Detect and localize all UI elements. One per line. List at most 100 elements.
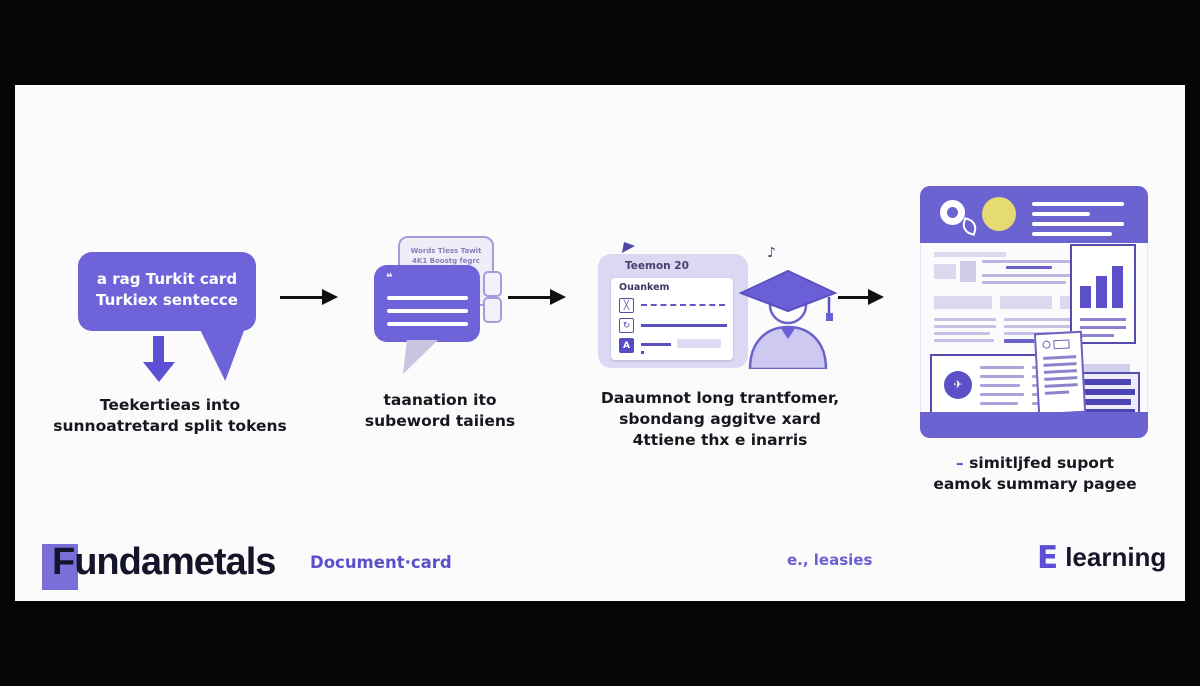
- caption-transformer: Daaumnot long trantfomer, sbondang aggit…: [560, 388, 880, 451]
- placeholder-line: [982, 281, 1066, 284]
- placeholder-line: [1004, 339, 1044, 343]
- binder-tab-icon: [483, 297, 502, 323]
- placeholder-line: [1004, 325, 1074, 328]
- stripe-line: [1083, 399, 1131, 405]
- stripe-line: [1083, 389, 1135, 395]
- placeholder-line: [1044, 383, 1078, 388]
- arrow-line: [838, 296, 870, 299]
- binder-tab-icon: [483, 271, 502, 297]
- placeholder-block: [1000, 296, 1052, 309]
- page-footer-band: [920, 412, 1148, 438]
- placeholder-line: [1004, 318, 1074, 321]
- arrow-line: [280, 296, 324, 299]
- form-title: Ouankem: [619, 282, 670, 293]
- avatar-circle: [982, 197, 1016, 231]
- speech-bubble: a rag Turkit card Turkiex sentecce: [78, 252, 256, 331]
- chart-bar: [1112, 266, 1123, 308]
- stripe-line: [1083, 379, 1131, 385]
- placeholder-line: [1043, 362, 1077, 367]
- placeholder-line: [980, 375, 1024, 378]
- bubble-text-line1: a rag Turkit card: [96, 270, 238, 288]
- placeholder-line: [1080, 326, 1126, 329]
- placeholder-line: [980, 366, 1024, 369]
- graduate-icon: [738, 269, 838, 369]
- header-line: [1032, 222, 1124, 226]
- placeholder-block: [934, 264, 956, 279]
- plane-badge-icon: ✈: [944, 371, 972, 399]
- placeholder-line: [1080, 318, 1126, 321]
- ghost-card-line2: 4K1 Boostg fegrc: [412, 257, 480, 265]
- caption-line: taanation ito: [383, 391, 497, 409]
- paper-bullet-icon: [1042, 340, 1051, 349]
- logo-square: [42, 544, 78, 590]
- caption-line: eamok summary pagee: [933, 475, 1137, 493]
- quote-icon: ❝: [386, 271, 393, 284]
- placeholder-line: [934, 339, 994, 342]
- down-arrow-head: [143, 362, 175, 382]
- caption-subword: taanation ito subeword taiiens: [340, 390, 540, 432]
- arrow-head: [868, 289, 884, 305]
- caption-line: – simitljfed suport: [895, 453, 1175, 474]
- input-placeholder: [677, 339, 721, 348]
- refresh-icon: ↻: [619, 318, 634, 333]
- leasies-label: e., leasies: [787, 551, 873, 569]
- placeholder-line: [934, 318, 996, 321]
- placeholder-line: [980, 384, 1020, 387]
- header-line: [1032, 212, 1090, 216]
- letter-badge-icon: A: [619, 338, 634, 353]
- placeholder-line: [934, 325, 996, 328]
- ghost-card-line1: Words Tless Tawit: [410, 247, 482, 255]
- placeholder-line: [1044, 376, 1078, 381]
- field-line: [641, 343, 671, 346]
- token-message-card: ❝: [374, 265, 480, 342]
- document-form-card: Teemon 20 Ouankem ╳ ↻ A: [598, 254, 748, 368]
- speech-bubble-tail: [199, 328, 245, 381]
- placeholder-line: [1006, 266, 1052, 269]
- form-card-header: Teemon 20: [625, 260, 689, 272]
- caption-line: 4ttiene thx e inarris: [632, 431, 808, 449]
- arrow-line: [508, 296, 552, 299]
- placeholder-line: [982, 274, 1074, 277]
- chart-bar: [1080, 286, 1091, 308]
- text-line-placeholder: [387, 296, 468, 300]
- text-line-placeholder: [387, 309, 468, 313]
- dot-mark: [641, 351, 644, 354]
- placeholder-block: [934, 296, 992, 309]
- music-note-icon: ♪: [767, 245, 776, 261]
- placeholder-line: [934, 332, 990, 335]
- brand-name: Fundametals: [52, 541, 276, 583]
- field-line: [641, 324, 727, 327]
- document-card-label: Document·card: [310, 553, 452, 572]
- header-line: [1032, 232, 1112, 236]
- caption-line: Teekertieas into: [99, 396, 241, 414]
- chart-bar: [1096, 276, 1107, 308]
- arrow-head: [322, 289, 338, 305]
- flow-arrow-icon: [838, 289, 886, 305]
- caption-line: Daaumnot long trantfomer,: [600, 389, 840, 407]
- flag-icon: [622, 242, 635, 253]
- arrow-head: [550, 289, 566, 305]
- down-arrow-icon: [153, 336, 164, 363]
- leaf-icon: [960, 217, 979, 236]
- caption-line: sbondang aggitve xard: [619, 410, 821, 428]
- flow-arrow-icon: [508, 289, 568, 305]
- bar-chart-thumbnail: [1070, 244, 1136, 344]
- text-line-placeholder: [387, 322, 468, 326]
- dash-mark: –: [956, 454, 964, 472]
- placeholder-block: [960, 261, 976, 282]
- placeholder-line: [980, 402, 1018, 405]
- diagram-canvas: a rag Turkit card Turkiex sentecce Teeke…: [15, 85, 1185, 601]
- caption-tokenize: Teekertieas into sunnoatretard split tok…: [35, 395, 305, 437]
- e-logo-word: learning: [1065, 542, 1167, 572]
- form-inner-card: Ouankem ╳ ↻ A: [611, 278, 733, 360]
- checkbox-icon: ╳: [619, 298, 634, 313]
- flow-arrow-icon: [280, 289, 340, 305]
- placeholder-line: [982, 260, 1074, 263]
- summary-page-mock: ✈: [920, 186, 1148, 438]
- placeholder-line: [1080, 334, 1114, 337]
- placeholder-line: [1043, 369, 1077, 374]
- bubble-text-line2: Turkiex sentecce: [96, 291, 238, 309]
- caption-line: sunnoatretard split tokens: [53, 417, 287, 435]
